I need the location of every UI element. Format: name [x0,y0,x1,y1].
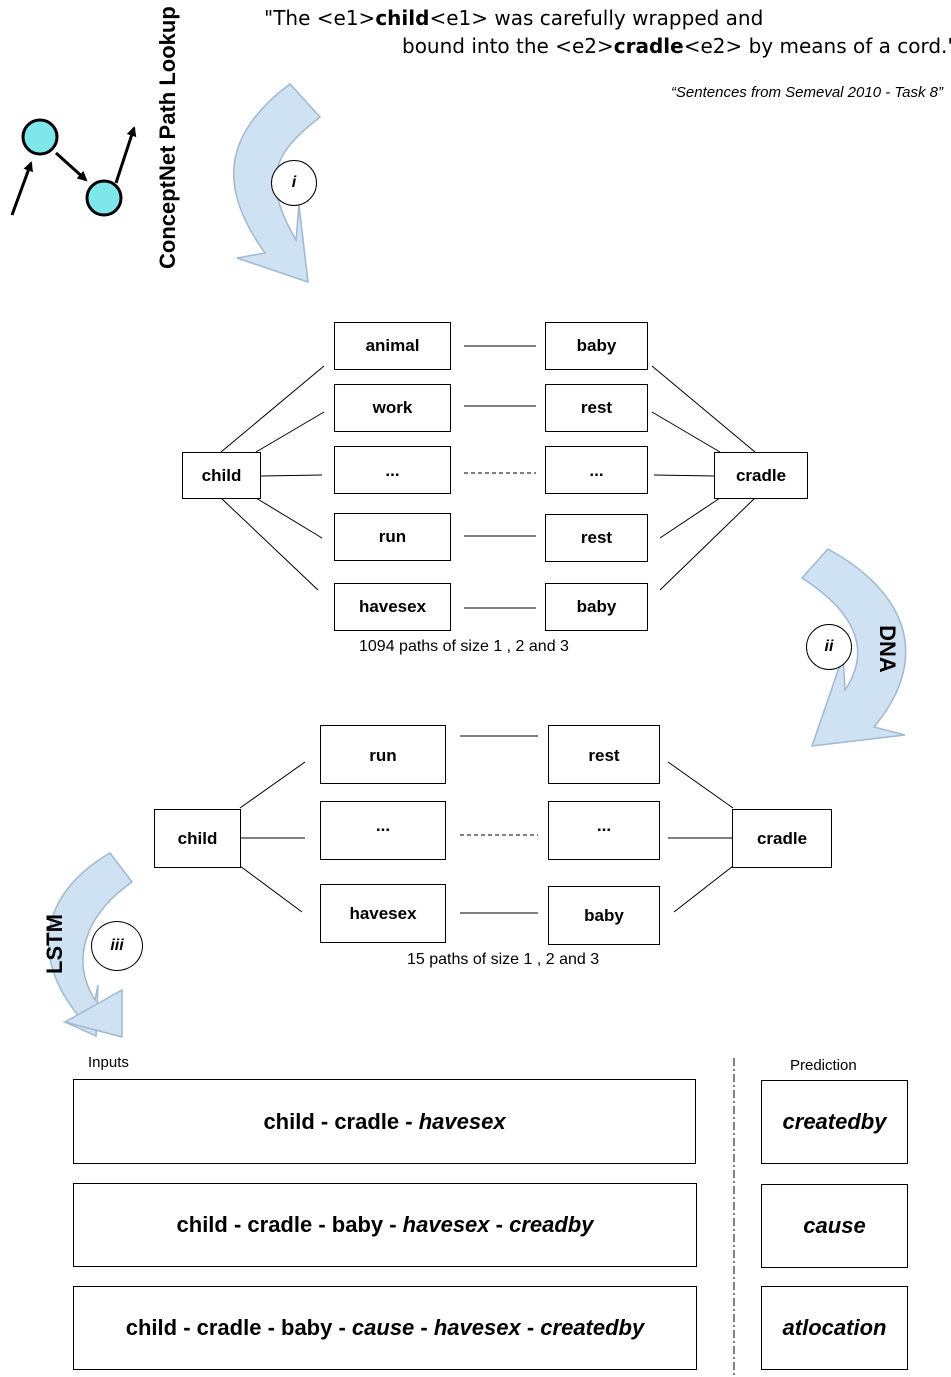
sentence-line-1: "The <e1>child<e1> was carefully wrapped… [264,8,763,28]
lookup-step-arrow [233,82,322,284]
sentence-line-2: bound into the <e2>cradle<e2> by means o… [402,36,951,56]
input-separator: - [414,1315,434,1340]
graph2-source-node: child [154,809,241,868]
graph1-node-b: baby [545,583,648,631]
graph2-node-b: ... [548,801,660,860]
lstm-step-arrow [47,852,134,1038]
graph1-target-node: cradle [714,452,808,499]
graph1-node-b: baby [545,322,648,370]
input-relation: createdby [540,1315,645,1340]
graph2-node-a: havesex [320,884,446,943]
input-relation: havesex [433,1315,521,1340]
step-ii-badge: ii [806,624,852,670]
step-i-badge: i [271,160,317,206]
graph2-node-a: run [320,725,446,784]
entity-2: cradle [613,34,684,58]
inputs-label: Inputs [88,1054,129,1071]
sentence-text: "The <e1> [264,6,376,30]
entity-1: child [375,6,430,30]
graph1-node-b: ... [545,446,648,494]
input-relation: creadby [509,1212,594,1237]
graph1-edges [220,345,756,609]
graph2-node-b: rest [548,725,660,784]
sentence-text: bound into the <e2> [402,34,614,58]
input-path-row: child - cradle - havesex [73,1079,696,1164]
prediction-label: Prediction [790,1057,857,1074]
graph1-source-node: child [182,452,261,499]
input-relation: cause [351,1315,415,1340]
input-path-row: child - cradle - baby - cause - havesex … [73,1286,697,1370]
input-path-text: child - cradle - baby - [125,1315,352,1340]
step-iii-badge: iii [91,921,143,971]
graph1-node-a: havesex [334,583,451,631]
graph2-caption: 15 paths of size 1 , 2 and 3 [407,951,600,968]
sentence-text: <e2> by means of a cord." [683,34,951,58]
graph2-target-node: cradle [732,809,832,868]
prediction-box: atlocation [761,1286,908,1370]
lookup-step-text: ConceptNet Path Lookup [155,6,180,269]
graph1-node-b: rest [545,514,648,562]
graph2-edges [239,735,734,914]
lstm-step-label: LSTM [42,914,67,974]
input-path-text: child - cradle - [263,1108,419,1134]
sentence-text: <e1> was carefully wrapped and [429,6,764,30]
graph2-node-b: baby [548,886,660,945]
graph1-node-a: animal [334,322,451,370]
dna-step-arrow [800,548,907,747]
source-note: “Sentences from Semeval 2010 - Task 8” [670,84,943,101]
graph1-caption: 1094 paths of size 1 , 2 and 3 [359,638,569,655]
prediction-box: createdby [761,1080,908,1164]
graph2-node-a: ... [320,801,446,860]
lookup-step-label: ConceptNet Path Lookup [155,6,208,269]
graph1-node-a: work [334,384,451,432]
graph1-node-b: rest [545,384,648,432]
input-separator: - [489,1212,510,1237]
input-path-text: child - cradle - baby - [176,1212,403,1237]
input-relation: havesex [418,1108,506,1134]
input-path-row: child - cradle - baby - havesex - creadb… [73,1183,697,1267]
dna-step-label: DNA [875,625,900,673]
input-relation: havesex [402,1212,490,1237]
graph1-node-a: ... [334,446,451,494]
graph1-node-a: run [334,513,451,561]
graph-path-icon [10,118,137,217]
input-separator: - [520,1315,541,1340]
prediction-box: cause [761,1184,908,1268]
